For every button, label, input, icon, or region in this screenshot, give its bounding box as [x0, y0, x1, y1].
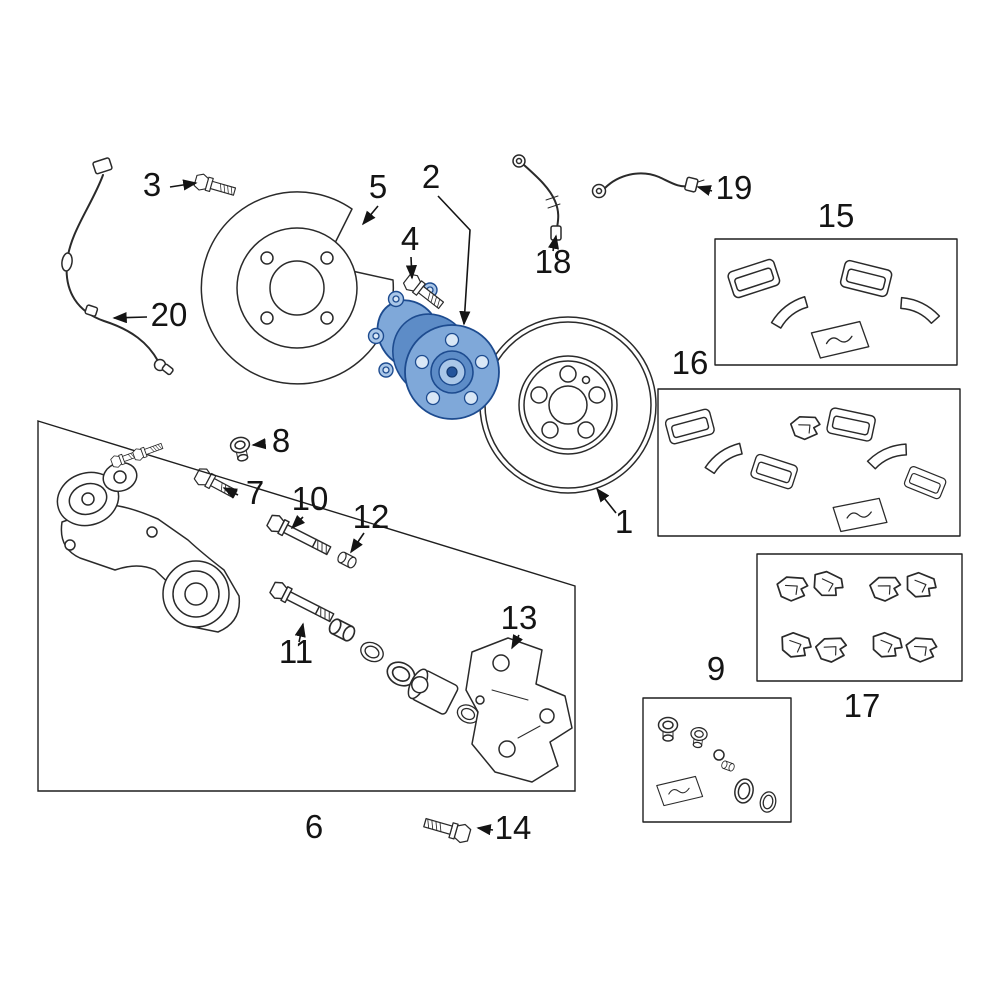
leader-line-19	[696, 185, 713, 196]
leader-line-8	[251, 438, 267, 450]
callout-label-6: 6	[305, 808, 323, 845]
callout-label-15: 15	[818, 197, 855, 234]
leader-line-14	[476, 824, 494, 836]
callout-label-10: 10	[292, 480, 329, 517]
seal-kit-box-9	[642, 697, 792, 823]
callout-label-17: 17	[844, 687, 881, 724]
caliper-bracket-13-drawing	[465, 637, 573, 783]
leader-line-12	[350, 532, 365, 554]
leader-line-10	[290, 514, 306, 530]
sensor-cable-drawing	[591, 172, 705, 199]
leader-line-20	[112, 312, 148, 324]
abs-harness-drawing	[61, 157, 174, 376]
callout-label-7: 7	[246, 474, 264, 511]
leader-line-3	[169, 179, 198, 191]
pad-box-15	[714, 238, 958, 366]
callout-label-16: 16	[672, 344, 709, 381]
callout-label-8: 8	[272, 422, 290, 459]
brake-rotor-drawing	[479, 316, 657, 494]
callout-label-12: 12	[353, 498, 390, 535]
clip-box-17	[756, 553, 963, 682]
callout-label-3: 3	[143, 166, 161, 203]
callout-label-20: 20	[151, 296, 188, 333]
leader-line-11	[294, 622, 306, 643]
callout-label-13: 13	[501, 599, 538, 636]
pad-box-16	[657, 388, 961, 537]
callout-label-19: 19	[716, 169, 753, 206]
leader-line-1	[596, 487, 617, 514]
callout-label-5: 5	[369, 168, 387, 205]
piston-seal-parts-drawing	[326, 550, 494, 739]
leader-line-2	[437, 195, 471, 326]
callout-label-1: 1	[615, 503, 633, 540]
leader-line-7	[222, 487, 239, 499]
callout-label-14: 14	[495, 809, 532, 846]
brake-hose-drawing	[512, 154, 562, 247]
leader-line-18	[547, 234, 559, 252]
callout-label-18: 18	[535, 243, 572, 280]
wheel-hub-drawing	[367, 282, 500, 420]
callout-label-11: 11	[279, 633, 313, 670]
callout-label-9: 9	[707, 650, 725, 687]
leader-line-5	[361, 205, 379, 226]
dust-shield-drawing	[200, 191, 395, 385]
callout-label-4: 4	[401, 220, 419, 257]
leader-line-4	[405, 256, 417, 280]
leader-line-13	[511, 634, 523, 650]
caliper-box-6	[37, 420, 576, 792]
callout-label-2: 2	[422, 158, 440, 195]
caliper-actuator-drawing	[56, 439, 241, 633]
